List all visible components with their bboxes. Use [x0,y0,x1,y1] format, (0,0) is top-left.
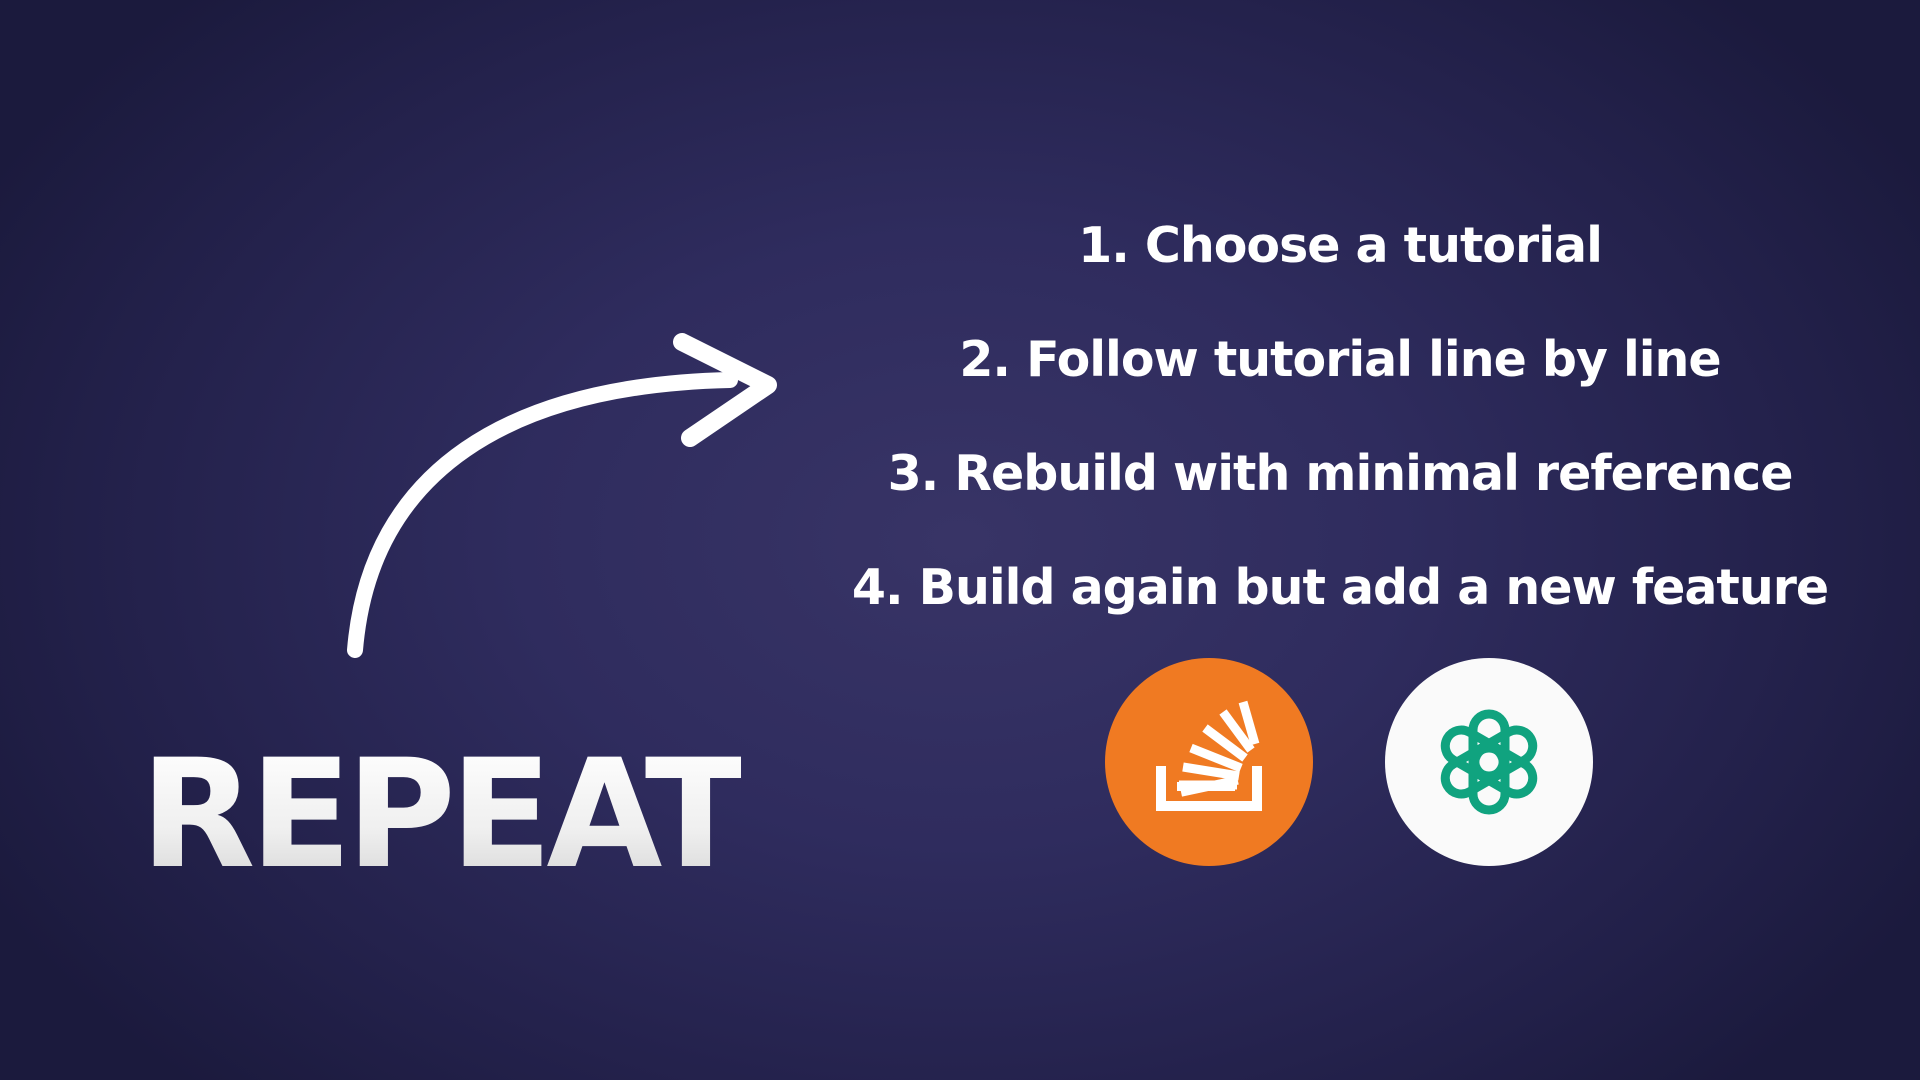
curved-arrow-icon [347,333,777,658]
step-item-1: 1. Choose a tutorial [1078,217,1603,274]
repeat-heading: REPEAT [140,728,747,902]
openai-logo [1385,658,1593,866]
steps-list: 1. Choose a tutorial 2. Follow tutorial … [840,210,1840,666]
step-item-3: 3. Rebuild with minimal reference [887,445,1794,502]
step-item-4: 4. Build again but add a new feature [851,559,1829,616]
step-item-2: 2. Follow tutorial line by line [959,331,1721,388]
stack-overflow-logo [1105,658,1313,866]
openai-icon [1440,709,1538,815]
stack-overflow-icon [1156,700,1262,811]
